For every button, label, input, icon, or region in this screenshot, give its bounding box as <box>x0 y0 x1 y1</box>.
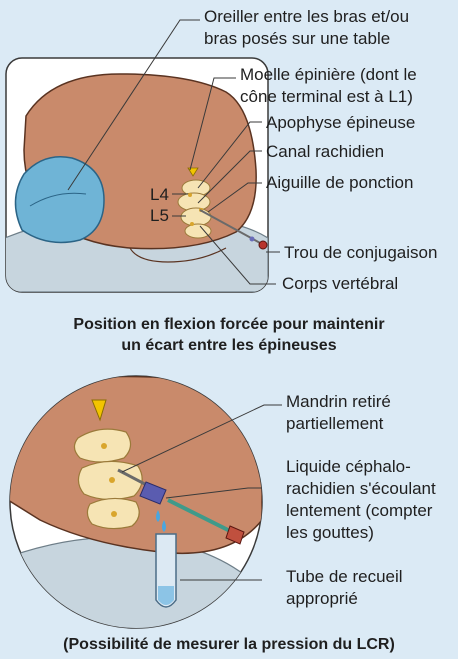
label-corps: Corps vertébral <box>282 273 398 294</box>
label-canal: Canal rachidien <box>266 141 384 162</box>
caption-top-1: Position en flexion forcée pour mainteni… <box>0 314 458 335</box>
label-lcr-4: les gouttes) <box>286 522 374 543</box>
label-apophyse: Apophyse épineuse <box>266 112 415 133</box>
label-trou: Trou de conjugaison <box>284 242 437 263</box>
bottom-panel <box>0 376 262 640</box>
label-moelle-1: Moelle épinière (dont le <box>240 64 417 85</box>
tube-liquid <box>158 586 174 605</box>
needle-hub <box>259 241 267 249</box>
pillow <box>15 157 104 243</box>
label-lcr-2: rachidien s'écoulant <box>286 478 436 499</box>
label-lcr-3: lentement (compter <box>286 500 432 521</box>
top-panel <box>0 58 268 292</box>
label-l4: L4 <box>150 184 169 205</box>
needle-collar <box>250 237 255 242</box>
label-mandrin-1: Mandrin retiré <box>286 391 391 412</box>
label-tube-2: approprié <box>286 588 358 609</box>
label-tube-1: Tube de recueil <box>286 566 403 587</box>
caption-bottom: (Possibilité de mesurer la pression du L… <box>0 634 458 655</box>
label-oreiller-1: Oreiller entre les bras et/ou <box>204 6 409 27</box>
label-lcr-1: Liquide céphalo- <box>286 456 411 477</box>
caption-top-2: un écart entre les épineuses <box>0 335 458 356</box>
label-aiguille: Aiguille de ponction <box>266 172 413 193</box>
label-mandrin-2: partiellement <box>286 413 383 434</box>
label-oreiller-2: bras posés sur une table <box>204 28 390 49</box>
label-moelle-2: cône terminal est à L1) <box>240 86 413 107</box>
label-l5: L5 <box>150 205 169 226</box>
